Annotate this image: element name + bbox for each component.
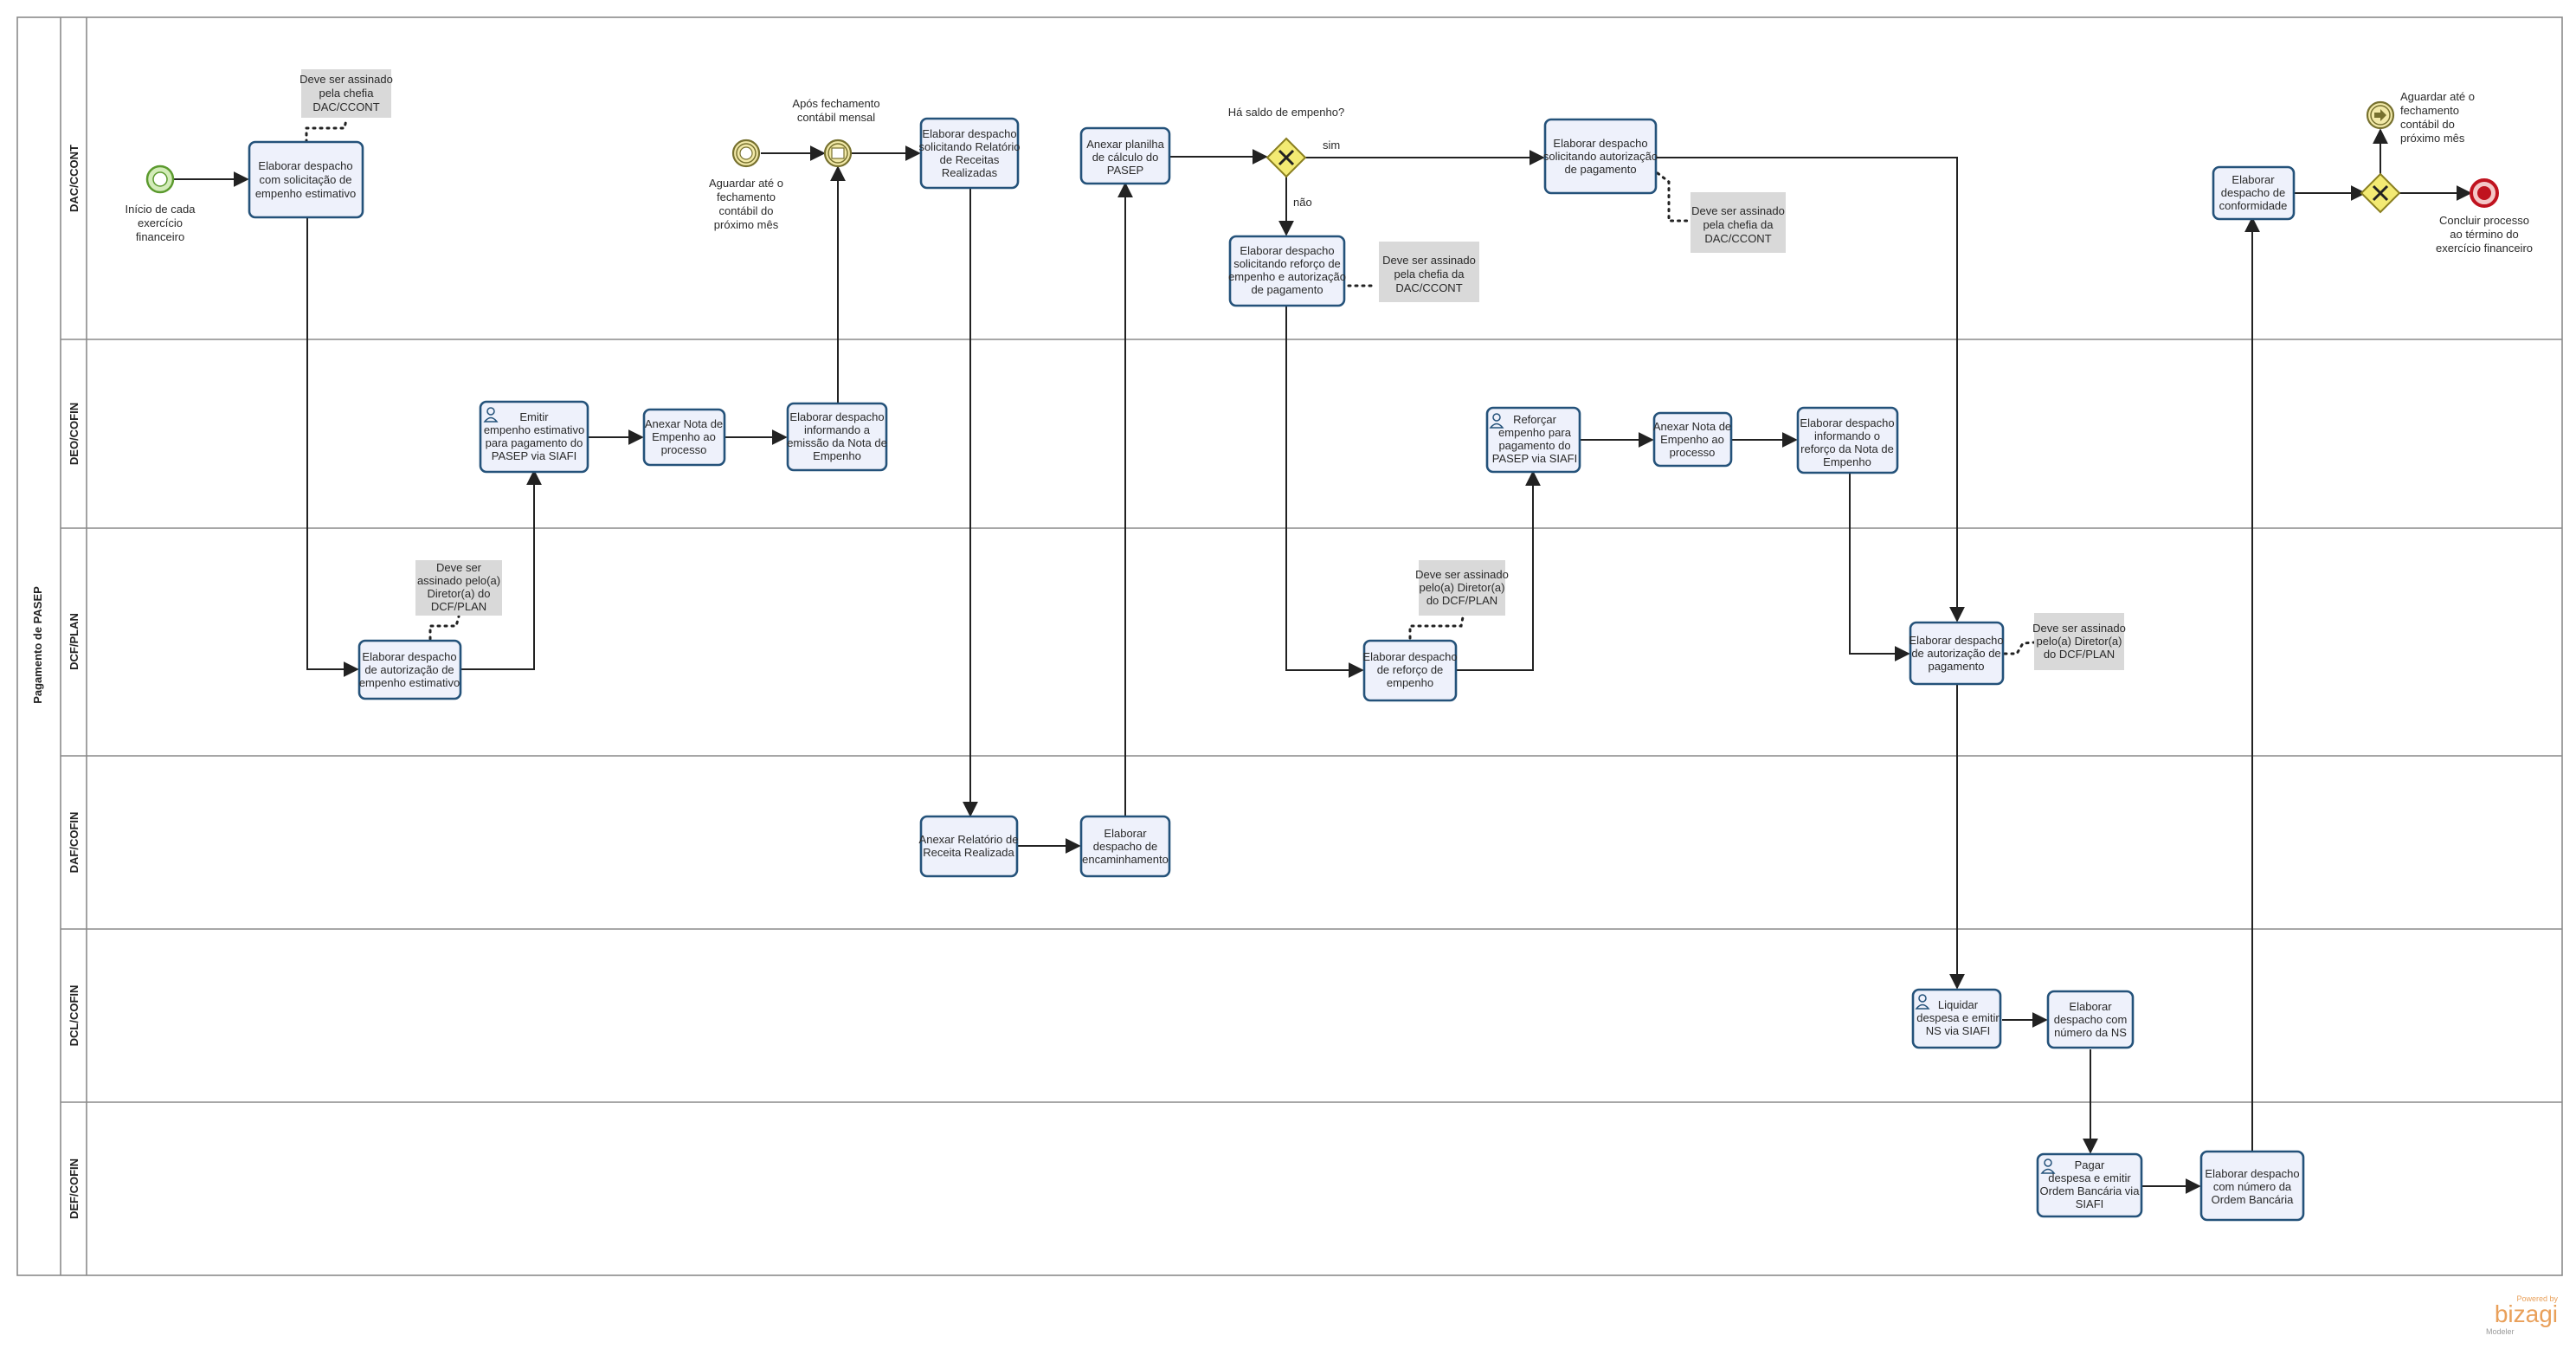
gateway-label-sim: sim [1323, 139, 1340, 152]
bizagi-logo: Powered by bizagi Modeler [2486, 1294, 2558, 1336]
user-task-icon [1915, 994, 1930, 1010]
lane-label-dac-ccont: DAC/CCONT [68, 145, 80, 212]
exclusive-gateway-saldo[interactable]: Há saldo de empenho? sim não [1228, 106, 1344, 209]
clock-icon [152, 171, 168, 187]
associations [305, 118, 2036, 655]
document-icon [831, 147, 845, 159]
lane-label-dcf-plan: DCF/PLAN [68, 613, 80, 670]
lane-label-daf-cofin: DAF/COFIN [68, 812, 80, 874]
lane-label-deo-cofin: DEO/COFIN [68, 403, 80, 465]
lane-labels: DAC/CCONT DEO/COFIN DCF/PLAN DAF/COFIN D… [68, 145, 80, 1219]
lane-label-dcl-cofin: DCL/COFIN [68, 985, 80, 1047]
powered-by-text: Powered by [2516, 1294, 2558, 1303]
user-task-icon [1489, 413, 1504, 429]
user-task-icon [483, 407, 499, 423]
clock-icon [739, 146, 753, 160]
gateway-label-nao: não [1293, 196, 1312, 209]
user-task-icon [2040, 1158, 2056, 1174]
lane-label-def-cofin: DEF/COFIN [68, 1158, 80, 1219]
pool-label: Pagamento de PASEP [31, 586, 44, 704]
gateway-question: Há saldo de empenho? [1228, 106, 1344, 119]
arrow-right-icon [2374, 109, 2386, 121]
exclusive-gateway-final[interactable] [2360, 172, 2401, 214]
brand-product: Modeler [2486, 1327, 2515, 1336]
x-icon [2372, 184, 2389, 202]
x-icon [1278, 149, 1295, 166]
sequence-flows [173, 128, 2472, 1194]
brand-name: bizagi [2495, 1300, 2558, 1327]
